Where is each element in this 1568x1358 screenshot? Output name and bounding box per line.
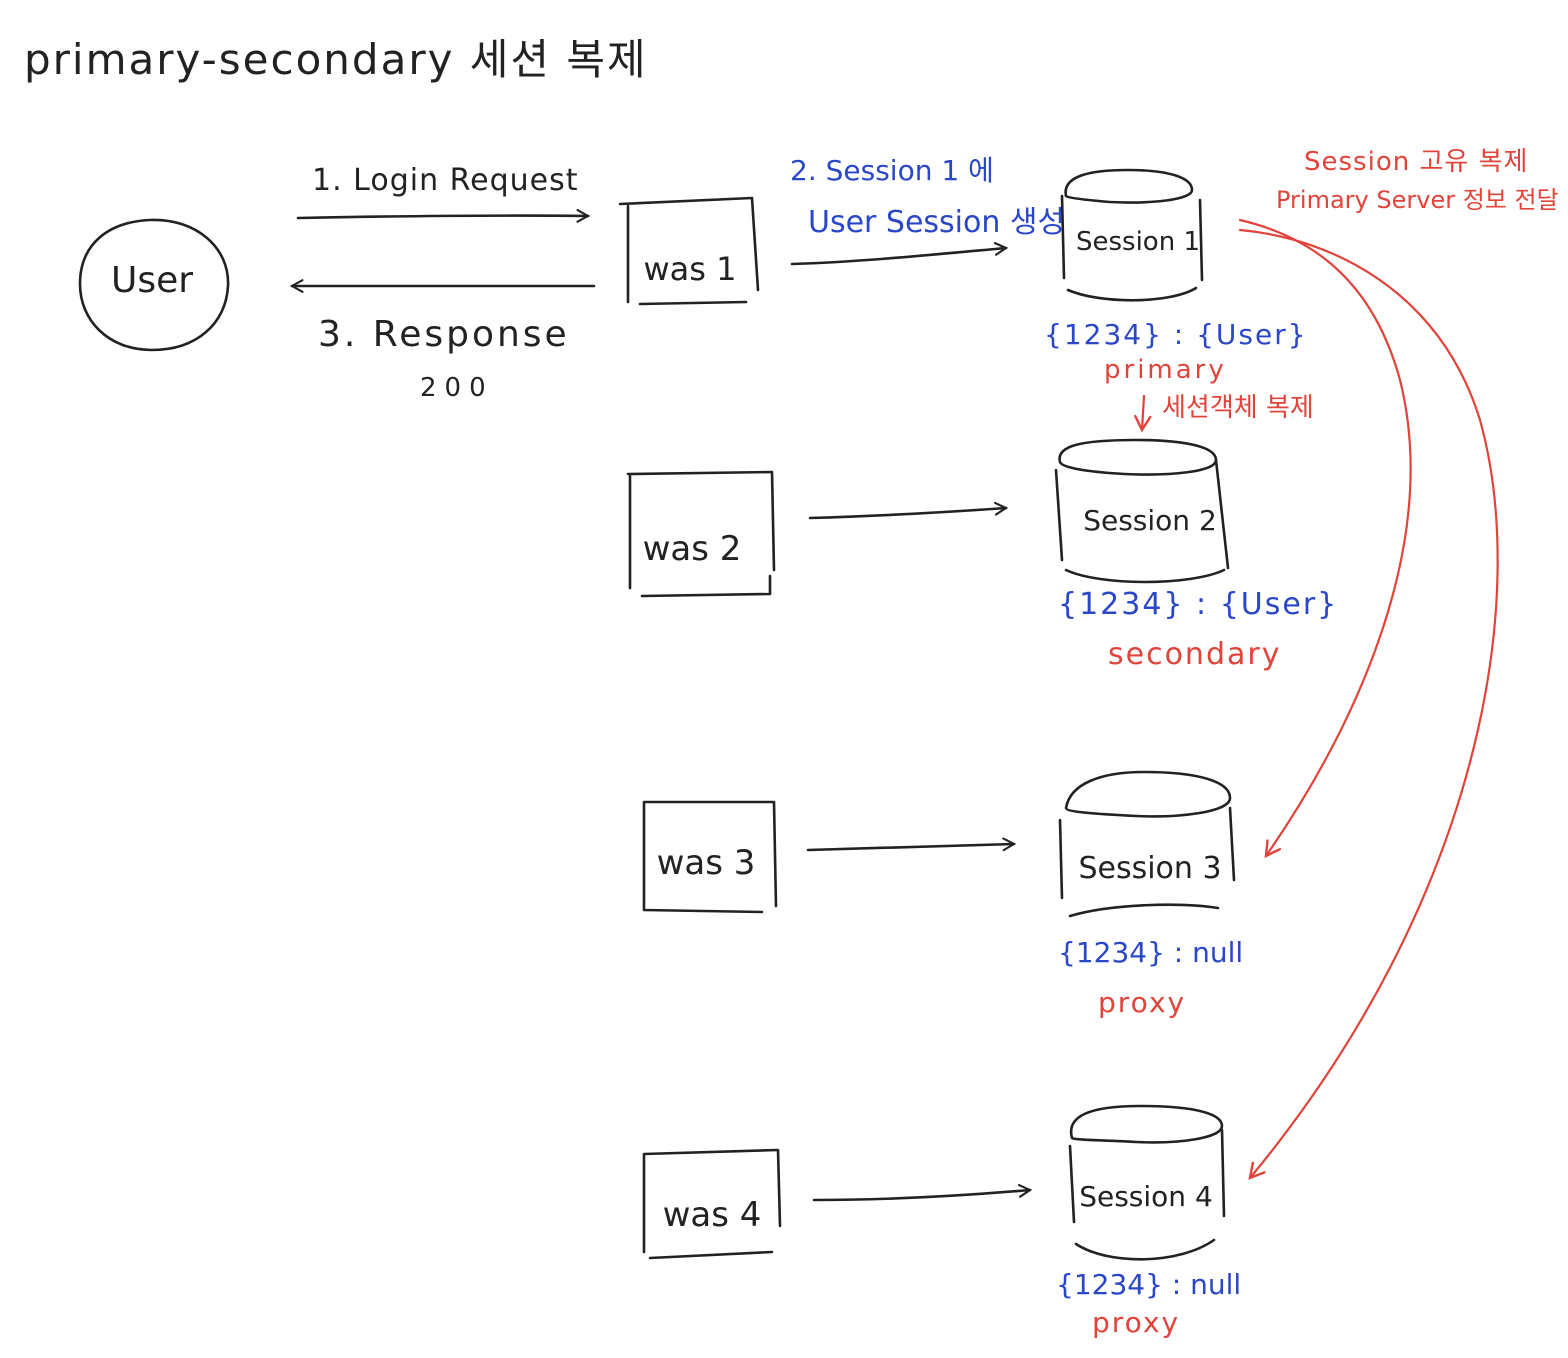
- response-code: 200: [420, 373, 494, 403]
- was-4-label: was 4: [663, 1195, 762, 1235]
- session-4-cylinder: Session 4: [1068, 1104, 1226, 1261]
- was-4-box: was 4: [642, 1148, 782, 1260]
- response-label: 3. Response: [318, 314, 570, 355]
- session-3-role: proxy: [1098, 986, 1186, 1019]
- was-3-label: was 3: [657, 843, 756, 883]
- was-1-box: was 1: [618, 196, 760, 306]
- user-label: User: [111, 260, 193, 301]
- was4-to-session4-arrow: [812, 1184, 1033, 1202]
- session-1-label: Session 1: [1076, 227, 1200, 257]
- session-3-cylinder: Session 3: [1058, 770, 1236, 918]
- session-3-label: Session 3: [1078, 851, 1221, 886]
- session-2-label: Session 2: [1083, 504, 1217, 537]
- session-3-value: {1234} : null: [1058, 936, 1243, 969]
- replicate-session-arrow: [1134, 394, 1152, 433]
- login-request-label: 1. Login Request: [312, 163, 579, 198]
- session-1-cylinder: Session 1: [1060, 168, 1204, 302]
- session-2-cylinder: Session 2: [1054, 438, 1230, 584]
- was-2-box: was 2: [626, 470, 776, 598]
- user-circle: [78, 218, 230, 352]
- replicate-session-note: 세션객체 복제: [1162, 393, 1314, 423]
- session-4-value: {1234} : null: [1056, 1268, 1241, 1301]
- replicate-location-note-line1: Session 고유 복제: [1304, 147, 1528, 177]
- proxy-session-4-arrow: [1238, 228, 1499, 1180]
- user-node: User: [78, 218, 230, 352]
- was1-to-session1-arrow: [790, 242, 1009, 266]
- session-4-label: Session 4: [1079, 1180, 1213, 1213]
- was2-to-session2-arrow: [808, 501, 1009, 520]
- create-session-label-line2: User Session 생성: [808, 205, 1065, 240]
- was3-to-session3-arrow: [806, 837, 1017, 852]
- session-4-role: proxy: [1092, 1306, 1180, 1339]
- session-2-value: {1234} : {User}: [1058, 587, 1338, 622]
- was-2-label: was 2: [643, 529, 742, 569]
- diagram-title: primary-secondary 세션 복제: [24, 35, 648, 84]
- session-1-value: {1234} : {User}: [1044, 318, 1308, 351]
- was-3-box: was 3: [642, 800, 778, 914]
- replicate-location-note-line2: Primary Server 정보 전달: [1276, 186, 1559, 214]
- create-session-label-line1: 2. Session 1 에: [790, 154, 994, 187]
- session-1-role: primary: [1104, 355, 1227, 385]
- was-1-label: was 1: [644, 250, 737, 288]
- login-request-arrow: [296, 208, 591, 223]
- session-2-role: secondary: [1108, 637, 1281, 672]
- proxy-session-3-arrow: [1238, 218, 1412, 859]
